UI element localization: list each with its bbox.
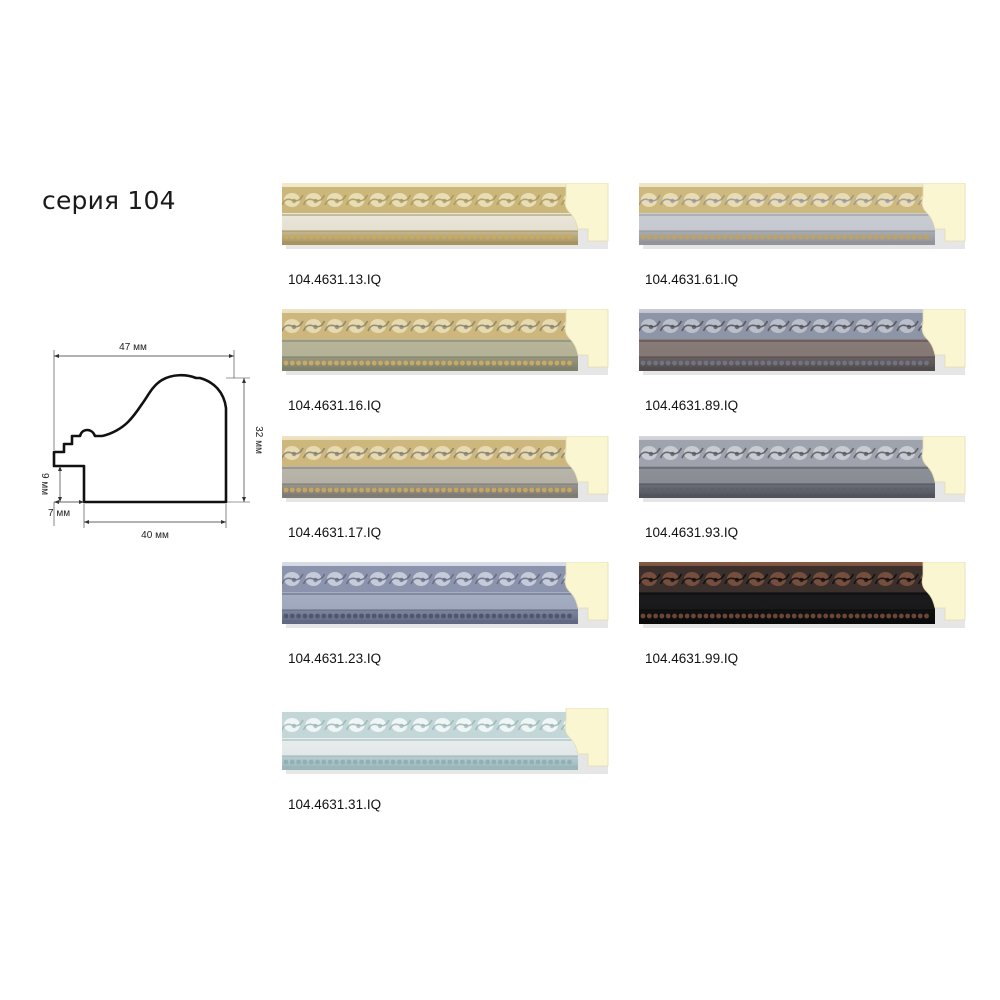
frame-sample <box>639 436 971 502</box>
frame-sample-image <box>282 562 609 628</box>
frame-sample <box>282 562 614 628</box>
frame-sample-image <box>282 309 609 375</box>
sku-label: 104.4631.99.IQ <box>645 651 739 666</box>
dim-base-label: 40 мм <box>141 530 169 541</box>
sku-label: 104.4631.23.IQ <box>288 651 382 666</box>
profile-drawing: 47 мм 32 мм 40 мм 7 мм 9 мм <box>39 342 264 541</box>
frame-sample <box>282 309 614 375</box>
sku-label: 104.4631.17.IQ <box>288 525 382 540</box>
frame-sample-image <box>639 309 966 375</box>
frame-sample <box>282 183 614 249</box>
frame-sample <box>282 436 614 502</box>
profile-outline <box>52 373 228 504</box>
cross-section-end <box>921 436 966 495</box>
cross-section-end <box>564 183 609 242</box>
sku-label: 104.4631.93.IQ <box>645 525 739 540</box>
frame-sample-image <box>639 436 966 502</box>
cross-section-end <box>921 562 966 621</box>
frame-sample-image <box>282 708 609 774</box>
dim-rebate-width-label: 7 мм <box>48 508 70 519</box>
cross-section-end <box>921 309 966 368</box>
sku-label: 104.4631.16.IQ <box>288 398 382 413</box>
dim-width-label: 47 мм <box>119 342 147 353</box>
sku-label: 104.4631.89.IQ <box>645 398 739 413</box>
frame-sample <box>639 562 971 628</box>
frame-sample <box>639 183 971 249</box>
series-title: серия 104 <box>42 186 176 215</box>
frame-sample-image <box>282 436 609 502</box>
cross-section-end <box>921 183 966 242</box>
dim-height-label: 32 мм <box>253 426 264 454</box>
sku-label: 104.4631.13.IQ <box>288 272 382 287</box>
sku-label: 104.4631.31.IQ <box>288 797 382 812</box>
frame-sample-image <box>282 183 609 249</box>
sku-label: 104.4631.61.IQ <box>645 272 739 287</box>
dim-rebate-depth-label: 9 мм <box>39 473 50 495</box>
frame-sample-image <box>639 183 966 249</box>
frame-sample <box>282 708 614 774</box>
frame-sample <box>639 309 971 375</box>
cross-section-end <box>564 436 609 495</box>
cross-section-end <box>564 309 609 368</box>
cross-section-end <box>564 708 609 767</box>
frame-sample-image <box>639 562 966 628</box>
cross-section-end <box>564 562 609 621</box>
